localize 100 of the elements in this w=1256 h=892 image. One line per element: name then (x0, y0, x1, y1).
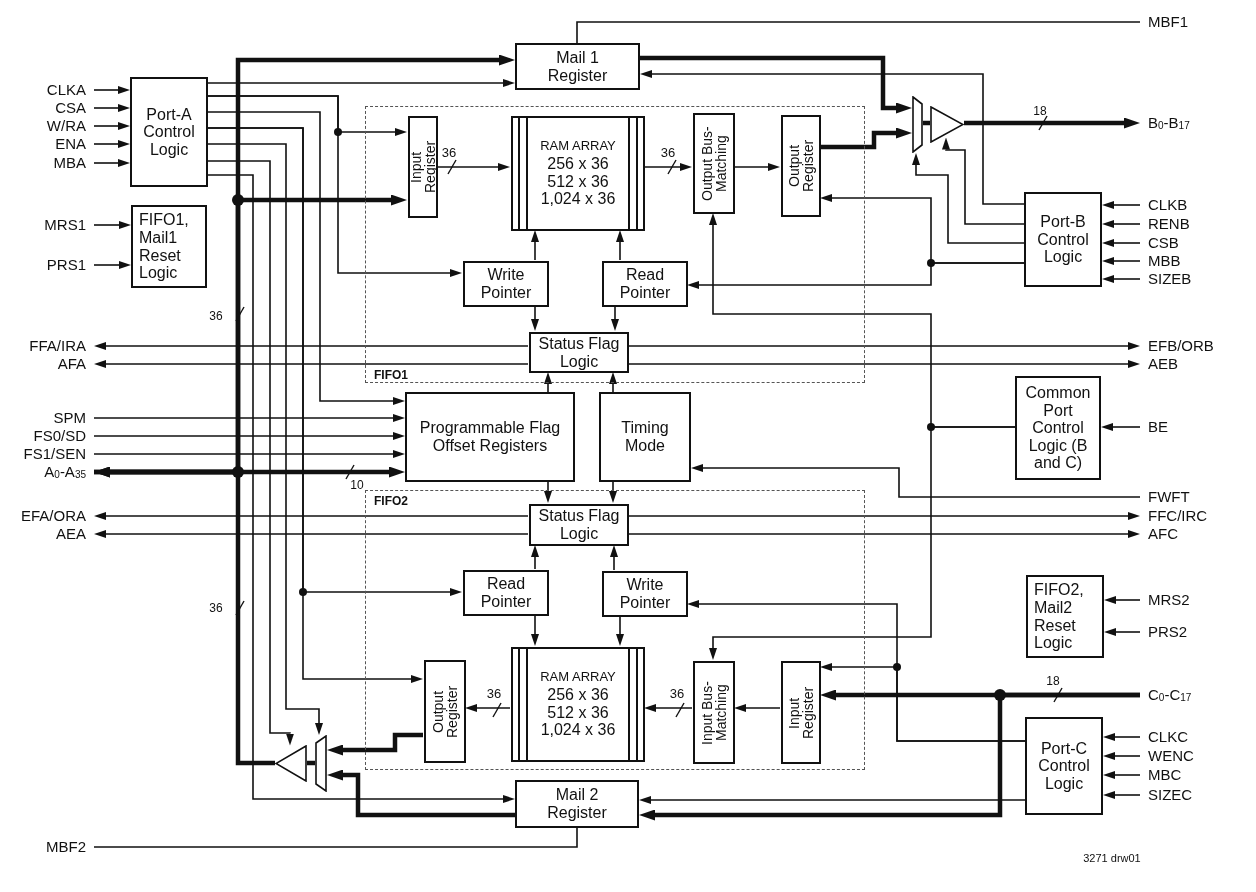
logic-box (1015, 376, 1101, 480)
connector-arrow (1103, 771, 1141, 779)
pin-label: SPM (0, 409, 94, 427)
connector-arrow (610, 545, 618, 571)
logic-box (463, 570, 549, 616)
pin-label: B$_{0}$-B$_{17}$ (1140, 114, 1250, 132)
pin-label: EFB/ORB (1140, 337, 1250, 355)
logic-box (529, 332, 629, 373)
box-label: Output Register (431, 684, 459, 740)
pin-label: FS0/SD (0, 427, 94, 445)
connector-arrow (1101, 423, 1141, 431)
box-label: Port-B Control Logic (1036, 213, 1090, 266)
logic-box (602, 571, 688, 617)
connector-arrow (207, 79, 515, 87)
connector-arrow (94, 342, 529, 350)
connector-arrow (640, 55, 912, 114)
logic-box (1026, 575, 1104, 658)
connector-arrow (531, 305, 539, 331)
connector-arrow (531, 545, 539, 570)
logic-box (130, 77, 208, 187)
register-box (693, 113, 735, 214)
connector-arrow (912, 153, 1025, 244)
connector-arrow (94, 530, 529, 538)
logic-box (1025, 717, 1103, 815)
pin-label: CLKB (1140, 196, 1250, 214)
connector-arrow (93, 86, 130, 94)
logic-box (529, 504, 629, 546)
connector-arrow (93, 104, 130, 112)
pin-label: MBF2 (0, 838, 94, 856)
box-label: Mail 1 Register (546, 48, 609, 85)
connector-arrow (734, 704, 781, 712)
pin-label: FFA/IRA (0, 337, 94, 355)
register-box (781, 115, 821, 217)
connector-arrow (93, 159, 130, 167)
connector-arrow (1102, 257, 1141, 265)
box-label: Read Pointer (618, 266, 672, 302)
connector-arrow (709, 426, 1016, 660)
bus-width-label: 36 (486, 686, 502, 700)
logic-box (405, 392, 575, 482)
bus-width-label: 10 (350, 479, 364, 491)
dashed-region (365, 490, 865, 770)
register-box (424, 660, 466, 763)
pin-label: FS1/SEN (0, 445, 94, 463)
ram-array-box (511, 116, 645, 231)
pin-label: W/RA (0, 117, 94, 135)
logic-box (599, 392, 691, 482)
buffer-symbol (275, 745, 307, 782)
drawing-number: 3271 drw01 (1083, 852, 1141, 864)
connector-arrow (1102, 275, 1141, 283)
connector-arrow (1102, 201, 1141, 209)
connector-arrow (616, 230, 624, 261)
logic-box (602, 261, 688, 307)
connector-arrow (93, 122, 130, 130)
logic-box (131, 205, 207, 288)
connector-arrow (544, 481, 552, 503)
connector-arrow (93, 261, 131, 269)
connector-arrow (644, 704, 693, 712)
connector-arrow (640, 70, 1025, 205)
bus-width-label: 18 (1046, 675, 1060, 687)
connector-arrow (207, 95, 462, 277)
box-label: Status Flag Logic (537, 507, 621, 543)
connector-arrow (691, 464, 1141, 498)
connector-arrow (327, 769, 515, 818)
connector-arrow (942, 137, 1025, 225)
pin-label: ENA (0, 135, 94, 153)
register-box (781, 661, 821, 764)
connector-arrow (820, 127, 912, 150)
region-label: FIFO2 (372, 494, 410, 508)
connector-line (93, 827, 578, 848)
connector-arrow (1103, 733, 1141, 741)
box-label: Port-A Control Logic (142, 105, 196, 159)
connector-arrow (964, 117, 1140, 129)
pin-label: MBA (0, 154, 94, 172)
box-label: 256 x 36 512 x 36 1,024 x 36 (539, 155, 617, 209)
box-label: Write Pointer (479, 266, 533, 302)
pin-label: PRS1 (0, 256, 94, 274)
pin-label: RENB (1140, 215, 1250, 233)
pin-label: AFC (1140, 525, 1250, 543)
bus-width-label: 36 (441, 145, 457, 159)
pin-label: A$_{0}$-A$_{35}$ (0, 463, 94, 481)
pin-label: BE (1140, 418, 1250, 436)
multiplexer-symbol (912, 96, 923, 153)
connector-arrow (1104, 596, 1141, 604)
box-label: Common Port Control Logic (B and C) (1024, 384, 1092, 472)
pin-label: FFC/IRC (1140, 507, 1250, 525)
box-label: Programmable Flag Offset Registers (418, 419, 562, 455)
connector-arrow (639, 796, 1026, 804)
pin-label: AFA (0, 355, 94, 373)
connector-arrow (531, 614, 539, 646)
connector-arrow (94, 360, 529, 368)
connector-arrow (616, 615, 624, 646)
logic-box (1024, 192, 1102, 287)
pin-label: C$_{0}$-C$_{17}$ (1140, 686, 1250, 704)
pin-label: SIZEB (1140, 270, 1250, 288)
bus-width-label: 18 (1033, 105, 1047, 117)
box-label: RAM ARRAY (540, 669, 616, 685)
bus-width-label: 36 (209, 310, 223, 322)
box-label: Input Register (409, 139, 437, 196)
pin-label: CSB (1140, 234, 1250, 252)
logic-box (515, 43, 640, 90)
